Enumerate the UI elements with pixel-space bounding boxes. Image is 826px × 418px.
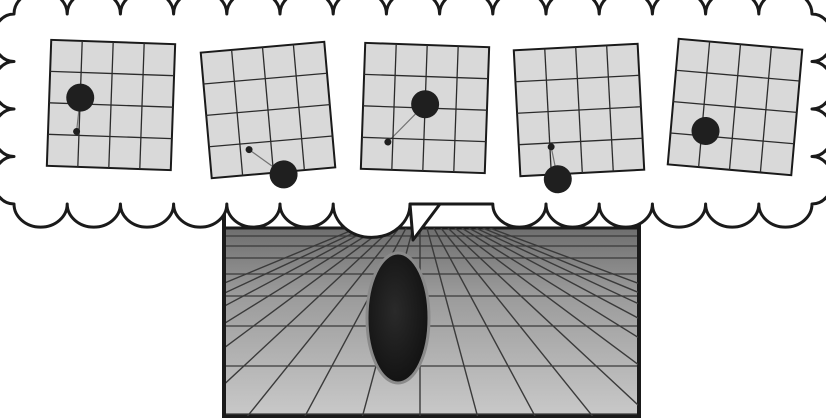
disc-object [367,253,429,383]
room-wall-right [637,200,641,416]
room-wall-left [222,200,226,416]
thought-bubble [0,0,826,240]
thought-card-5 [668,39,803,175]
floor [226,228,637,414]
thought-card-1 [47,40,175,170]
thought-card-3 [361,43,489,173]
